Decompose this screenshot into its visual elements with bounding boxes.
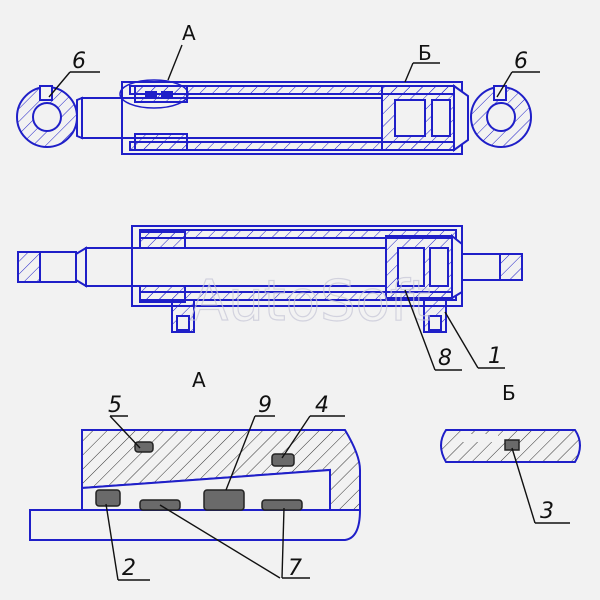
seal-7b [261, 499, 303, 511]
detail-a [29, 429, 362, 541]
label-8: 8 [438, 346, 452, 371]
cylinder-mid-view [17, 225, 523, 333]
left-eye-lube-fitting [39, 85, 53, 101]
seal-2 [95, 489, 121, 507]
label-4: 4 [315, 393, 329, 418]
label-2: 2 [122, 556, 136, 581]
leader-lines [48, 44, 570, 581]
label-5: 5 [108, 393, 122, 418]
left-eye-hole [32, 102, 62, 132]
seal-9 [203, 489, 245, 511]
label-6-left: 6 [72, 49, 86, 74]
detail-b [440, 429, 581, 463]
cylinder-top-view [16, 79, 532, 155]
detail-a-marker [119, 79, 189, 109]
label-6-right: 6 [514, 49, 528, 74]
rod-mid [85, 247, 387, 287]
watermark: AutoSoft [190, 269, 431, 334]
rod-top [81, 97, 383, 139]
label-section-b-top: Б [418, 41, 432, 65]
label-1: 1 [488, 344, 502, 369]
label-9: 9 [258, 393, 272, 418]
label-section-a-top: А [182, 21, 196, 45]
seal-5 [134, 441, 154, 453]
label-section-b-detail: Б [502, 381, 516, 405]
label-3: 3 [540, 499, 554, 524]
label-7: 7 [288, 556, 302, 581]
seal-4 [271, 453, 295, 467]
label-section-a-detail: А [192, 368, 206, 392]
right-eye-hole [486, 102, 516, 132]
